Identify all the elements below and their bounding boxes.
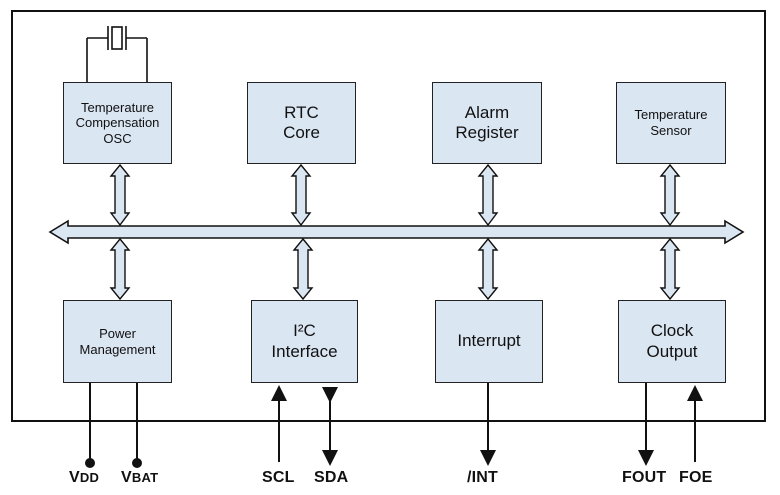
temperature-compensation-osc-label: Temperature Compensation OSC <box>75 99 160 146</box>
vdd-pin-sub: DD <box>79 470 100 485</box>
vdd-pin-label: VDD <box>69 469 99 487</box>
foe-pin-label: FOE <box>679 469 713 486</box>
connector-rtc-bus <box>290 163 312 227</box>
vbat-pin-main: V <box>121 469 132 486</box>
i2c-interface-label: I²C Interface <box>271 321 338 361</box>
fout-pin-label: FOUT <box>622 469 667 486</box>
temperature-sensor-label: Temperature Sensor <box>634 107 708 138</box>
vdd-terminal <box>85 458 95 468</box>
rtc-core-label: RTC Core <box>283 102 320 142</box>
connector-bus-power <box>109 237 131 301</box>
crystal-icon <box>86 26 148 82</box>
interrupt-label: Interrupt <box>457 331 521 351</box>
clock-output-label: Clock Output <box>646 321 698 361</box>
connector-bus-interrupt <box>477 237 499 301</box>
i2c-interface-block: I²C Interface <box>251 300 358 383</box>
connector-alarm-bus <box>477 163 499 227</box>
connector-bus-i2c <box>292 237 314 301</box>
chip-outline <box>11 10 766 422</box>
rtc-core-block: RTC Core <box>247 82 356 164</box>
vbat-pin-label: VBAT <box>121 469 158 487</box>
alarm-register-block: Alarm Register <box>432 82 542 164</box>
temperature-sensor-block: Temperature Sensor <box>616 82 726 164</box>
connector-bus-clock <box>659 237 681 301</box>
clock-output-block: Clock Output <box>618 300 726 383</box>
alarm-register-label: Alarm Register <box>455 102 519 142</box>
sda-pin-label: SDA <box>314 469 349 486</box>
data-bus <box>48 219 745 245</box>
power-management-block: Power Management <box>63 300 172 383</box>
int-pin-label: /INT <box>467 469 499 486</box>
connector-tempsensor-bus <box>659 163 681 227</box>
scl-pin-label: SCL <box>262 469 295 486</box>
power-management-label: Power Management <box>79 325 156 357</box>
interrupt-block: Interrupt <box>435 300 543 383</box>
vdd-pin-main: V <box>69 469 80 486</box>
temperature-compensation-osc-block: Temperature Compensation OSC <box>63 82 172 164</box>
connector-osc-bus <box>109 163 131 227</box>
vbat-pin-sub: BAT <box>131 470 159 485</box>
vbat-terminal <box>132 458 142 468</box>
